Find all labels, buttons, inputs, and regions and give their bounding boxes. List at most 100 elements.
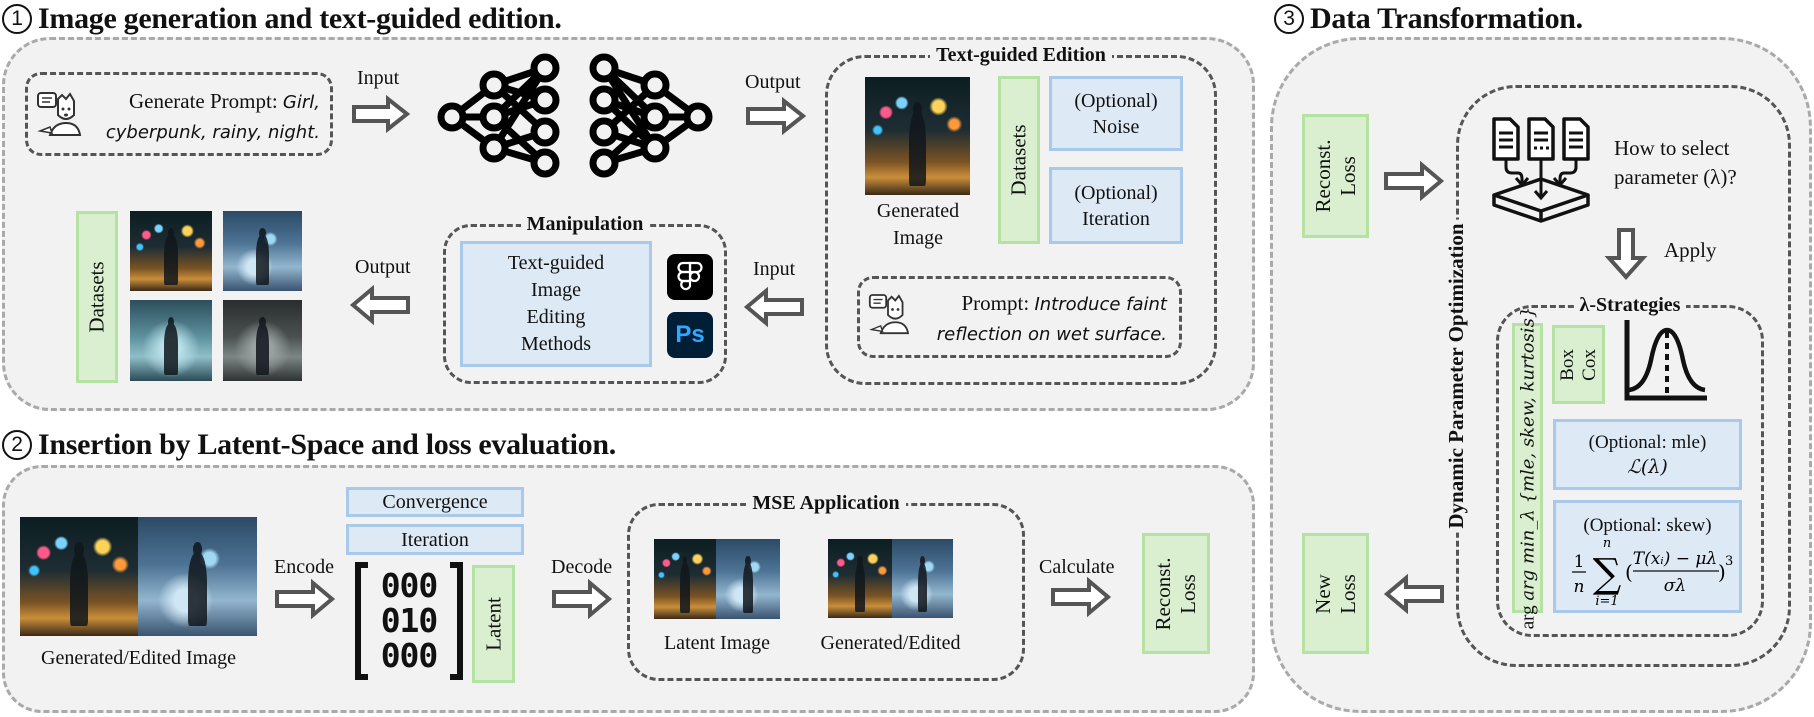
latent-image	[654, 539, 780, 619]
edited-half-small	[892, 539, 953, 618]
datasets-label-2: Datasets	[84, 261, 109, 333]
lambda-strategies-title: λ-Strategies	[1573, 294, 1687, 316]
caption-line2: Image	[893, 227, 943, 249]
figma-icon	[667, 254, 713, 300]
matrix-row: 000	[380, 566, 439, 605]
network-node	[640, 102, 670, 132]
lambda-strategies-box: λ-Strategies	[1496, 294, 1764, 637]
network-edge	[491, 66, 548, 150]
right-arrow-icon	[275, 578, 336, 620]
skew-line1: (Optional: skew)	[1583, 515, 1712, 536]
latent-half-b	[716, 539, 780, 619]
neural-network-icon	[437, 53, 713, 178]
reconst-loss-box: Reconst. Loss	[1142, 533, 1210, 654]
left-arrow-icon	[1383, 573, 1444, 615]
person-silhouette	[164, 317, 178, 375]
formula-denominator: σλ	[1663, 576, 1685, 596]
formula-numerator: T(xᵢ) − μλ	[1632, 549, 1717, 569]
right-arrow-icon	[1051, 576, 1112, 618]
generated-half	[20, 517, 138, 636]
left-arrow-icon	[349, 284, 410, 326]
noise-line1: (Optional)	[1074, 89, 1158, 112]
network-node	[437, 102, 467, 132]
mse-application-box: MSE Application	[627, 492, 1025, 681]
generated-image	[865, 77, 970, 195]
how-to-select-question: How to select parameter (λ)?	[1614, 134, 1737, 192]
noise-line2: Noise	[1092, 115, 1140, 138]
generated-image-caption: Generated Image	[868, 198, 968, 252]
datasets-label: Datasets	[1006, 124, 1031, 196]
latent-image-caption: Latent Image	[663, 632, 771, 654]
person-silhouette	[854, 555, 866, 612]
network-node	[589, 85, 619, 115]
latent-matrix: 000 010 000	[354, 562, 464, 680]
down-arrow-icon	[1604, 228, 1648, 280]
manipulation-box: Manipulation	[443, 213, 727, 384]
dataset-thumbnail	[130, 211, 212, 291]
box-cox-box: Box Cox	[1552, 325, 1605, 404]
apply-label: Apply	[1664, 238, 1717, 262]
person-silhouette	[69, 542, 89, 627]
reconst-line1: Reconst.	[1151, 557, 1175, 630]
network-node	[589, 148, 619, 178]
network-node	[479, 102, 509, 132]
network-node	[589, 53, 619, 83]
calculate-label: Calculate	[1039, 556, 1115, 578]
left-arrow-icon	[743, 286, 804, 328]
formula-sum-bottom: i=1	[1595, 594, 1618, 609]
user-speech-icon	[868, 294, 910, 335]
section-3-number: 3	[1274, 4, 1304, 34]
text-guided-edition-title: Text-guided Edition	[930, 44, 1112, 66]
manipulation-title: Manipulation	[520, 213, 650, 235]
iteration-box: Iteration	[346, 524, 524, 555]
prompt-prefix: Generate Prompt:	[128, 89, 283, 113]
generate-prompt-text: Generate Prompt: Girl, cyberpunk, rainy,…	[106, 87, 320, 147]
manipulation-title-wrap: Manipulation	[446, 211, 724, 239]
section-2-number: 2	[2, 430, 32, 460]
formula-paren-close: )	[1718, 560, 1726, 584]
argmin-formula: arg min_λ {mle, skew, kurtosis}	[1517, 306, 1538, 601]
mse-title-wrap: MSE Application	[630, 490, 1022, 518]
matrix-values: 000 010 000	[368, 568, 450, 673]
network-node	[683, 102, 713, 132]
input-label-2: Input	[753, 258, 796, 280]
person-silhouette	[909, 102, 926, 186]
output-label-2: Output	[355, 256, 411, 278]
dynamic-parameter-label: Dynamic Parameter Optimization	[1444, 219, 1468, 533]
text-guided-edition-title-wrap: Text-guided Edition	[828, 42, 1214, 70]
optional-skew-box: (Optional: skew) 1 n n ∑ i=1 ( T(xᵢ) − μ…	[1553, 500, 1742, 613]
editing-methods-box: Text-guided Image Editing Methods	[460, 241, 652, 367]
figma-glyph	[677, 261, 703, 291]
network-node	[589, 117, 619, 147]
output-label: Output	[745, 71, 801, 93]
text-guided-edition-box: Text-guided Edition	[825, 44, 1217, 385]
dataset-thumbnail	[130, 300, 212, 381]
skewness-formula: 1 n n ∑ i=1 ( T(xᵢ) − μλ σλ ) 3	[1571, 536, 1733, 609]
dataset-thumbnail	[223, 300, 302, 381]
edit-prompt-italic-line1: Introduce faint	[1034, 294, 1167, 315]
caption-line1: Generated	[876, 200, 960, 222]
dataset-thumbnail	[223, 211, 302, 291]
encode-label: Encode	[274, 556, 334, 578]
matrix-row: 010	[380, 601, 439, 640]
prompt-italic-line1: Girl,	[282, 92, 320, 113]
network-edge	[601, 66, 658, 150]
section-2-panel	[2, 465, 1255, 713]
person-silhouette	[742, 556, 754, 613]
generated-edited-small-caption: Generated/Edited	[820, 632, 961, 654]
network-node	[530, 53, 560, 83]
optional-mle-box: (Optional: mle) ℒ(λ)	[1553, 419, 1742, 490]
network-node	[530, 148, 560, 178]
argmin-prefix: arg	[1517, 600, 1538, 630]
reconst-loss-label: Reconst. Loss	[1151, 557, 1201, 630]
methods-line: Image	[531, 279, 581, 301]
new-loss-box: New Loss	[1302, 533, 1369, 654]
section-2-title-text: Insertion by Latent-Space and loss evalu…	[38, 428, 616, 461]
generated-edited-small	[828, 539, 953, 618]
convergence-box: Convergence	[346, 487, 524, 517]
generate-prompt-box: Generate Prompt: Girl, cyberpunk, rainy,…	[25, 72, 333, 156]
formula-exponent: 3	[1725, 554, 1733, 569]
